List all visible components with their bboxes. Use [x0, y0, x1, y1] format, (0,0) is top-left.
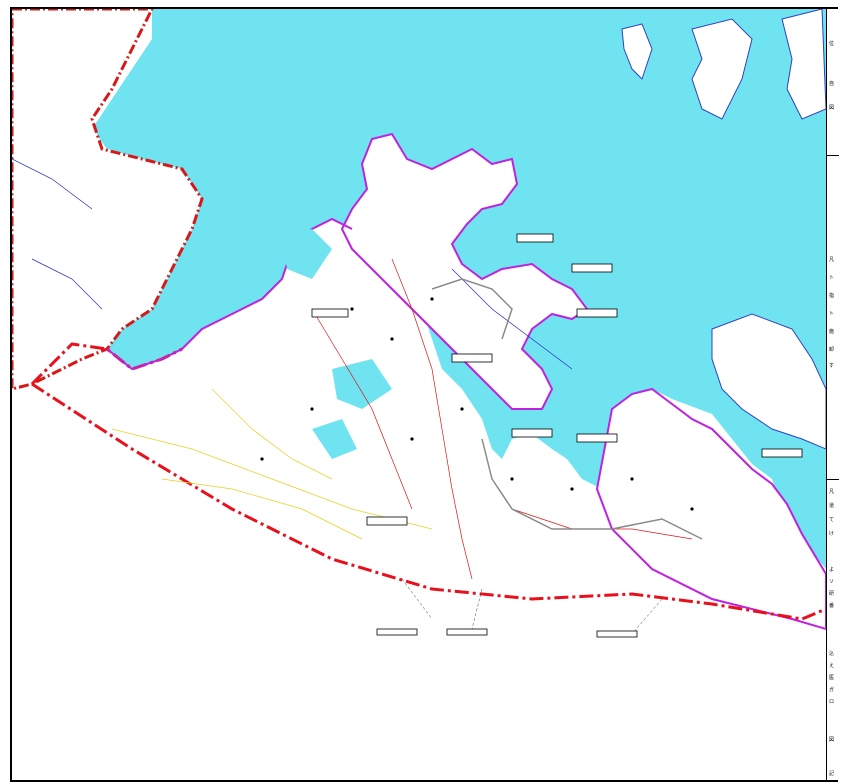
legend-glyph: ト: [829, 275, 835, 281]
legend-glyph: 図: [829, 105, 835, 111]
legend-glyph: ロ: [829, 699, 835, 705]
peninsula-east: [595, 387, 826, 631]
legend-glyph: け: [829, 531, 835, 537]
survey-point-3: [390, 337, 394, 341]
island-e: [711, 313, 826, 450]
legend-divider-1: [827, 155, 839, 156]
callout-labels: [376, 628, 638, 638]
legend-glyph: 位: [829, 41, 835, 47]
legend-divider-2: [827, 479, 839, 480]
peninsula-north: [340, 132, 589, 410]
survey-point-2: [430, 297, 434, 301]
legend-glyph: 記: [829, 771, 835, 777]
map-canvas[interactable]: [12, 9, 826, 780]
island-ne-2: [691, 18, 753, 120]
legend-panel: 位 自 図 凡 ト 指 ト 施 卸 す 凡 道 て け よ ソ 研 番 込 え …: [826, 9, 839, 780]
inland-water-2: [332, 359, 392, 409]
legend-glyph: 指: [829, 293, 835, 299]
legend-glyph: ソ: [829, 579, 835, 585]
legend-glyph: ガ: [829, 687, 835, 693]
survey-point-5: [410, 437, 414, 441]
island-ne-3: [781, 9, 826, 120]
legend-glyph: 研: [829, 591, 835, 597]
legend-glyph: え: [829, 663, 835, 669]
legend-glyph: 自: [829, 81, 835, 87]
road-network: [12, 158, 703, 580]
legend-glyph: す: [829, 363, 835, 369]
survey-labels: [311, 233, 803, 526]
survey-point-4: [460, 407, 464, 411]
legend-glyph: 込: [829, 651, 835, 657]
inland-water-1: [282, 229, 332, 279]
legend-glyph: よ: [829, 567, 835, 573]
survey-point-6: [510, 477, 514, 481]
survey-point-10: [310, 407, 314, 411]
survey-point-7: [570, 487, 574, 491]
legend-glyph: 図: [829, 737, 835, 743]
survey-point-8: [630, 477, 634, 481]
leader-lines: [401, 578, 663, 635]
legend-glyph: 凡: [829, 489, 835, 495]
inland-water-3: [312, 419, 357, 459]
survey-point-9: [690, 507, 694, 511]
legend-glyph: 卸: [829, 347, 835, 353]
legend-glyph: 道: [829, 503, 835, 509]
legend-glyph: 施: [829, 329, 835, 335]
legend-glyph: ト: [829, 311, 835, 317]
survey-point-1: [350, 307, 354, 311]
island-ne-1: [621, 23, 653, 80]
legend-glyph: て: [829, 517, 835, 523]
land-west: [12, 9, 204, 391]
legend-glyph: 医: [829, 675, 835, 681]
survey-point-11: [260, 457, 264, 461]
legend-glyph: 凡: [829, 257, 835, 263]
legend-glyph: 番: [829, 603, 835, 609]
